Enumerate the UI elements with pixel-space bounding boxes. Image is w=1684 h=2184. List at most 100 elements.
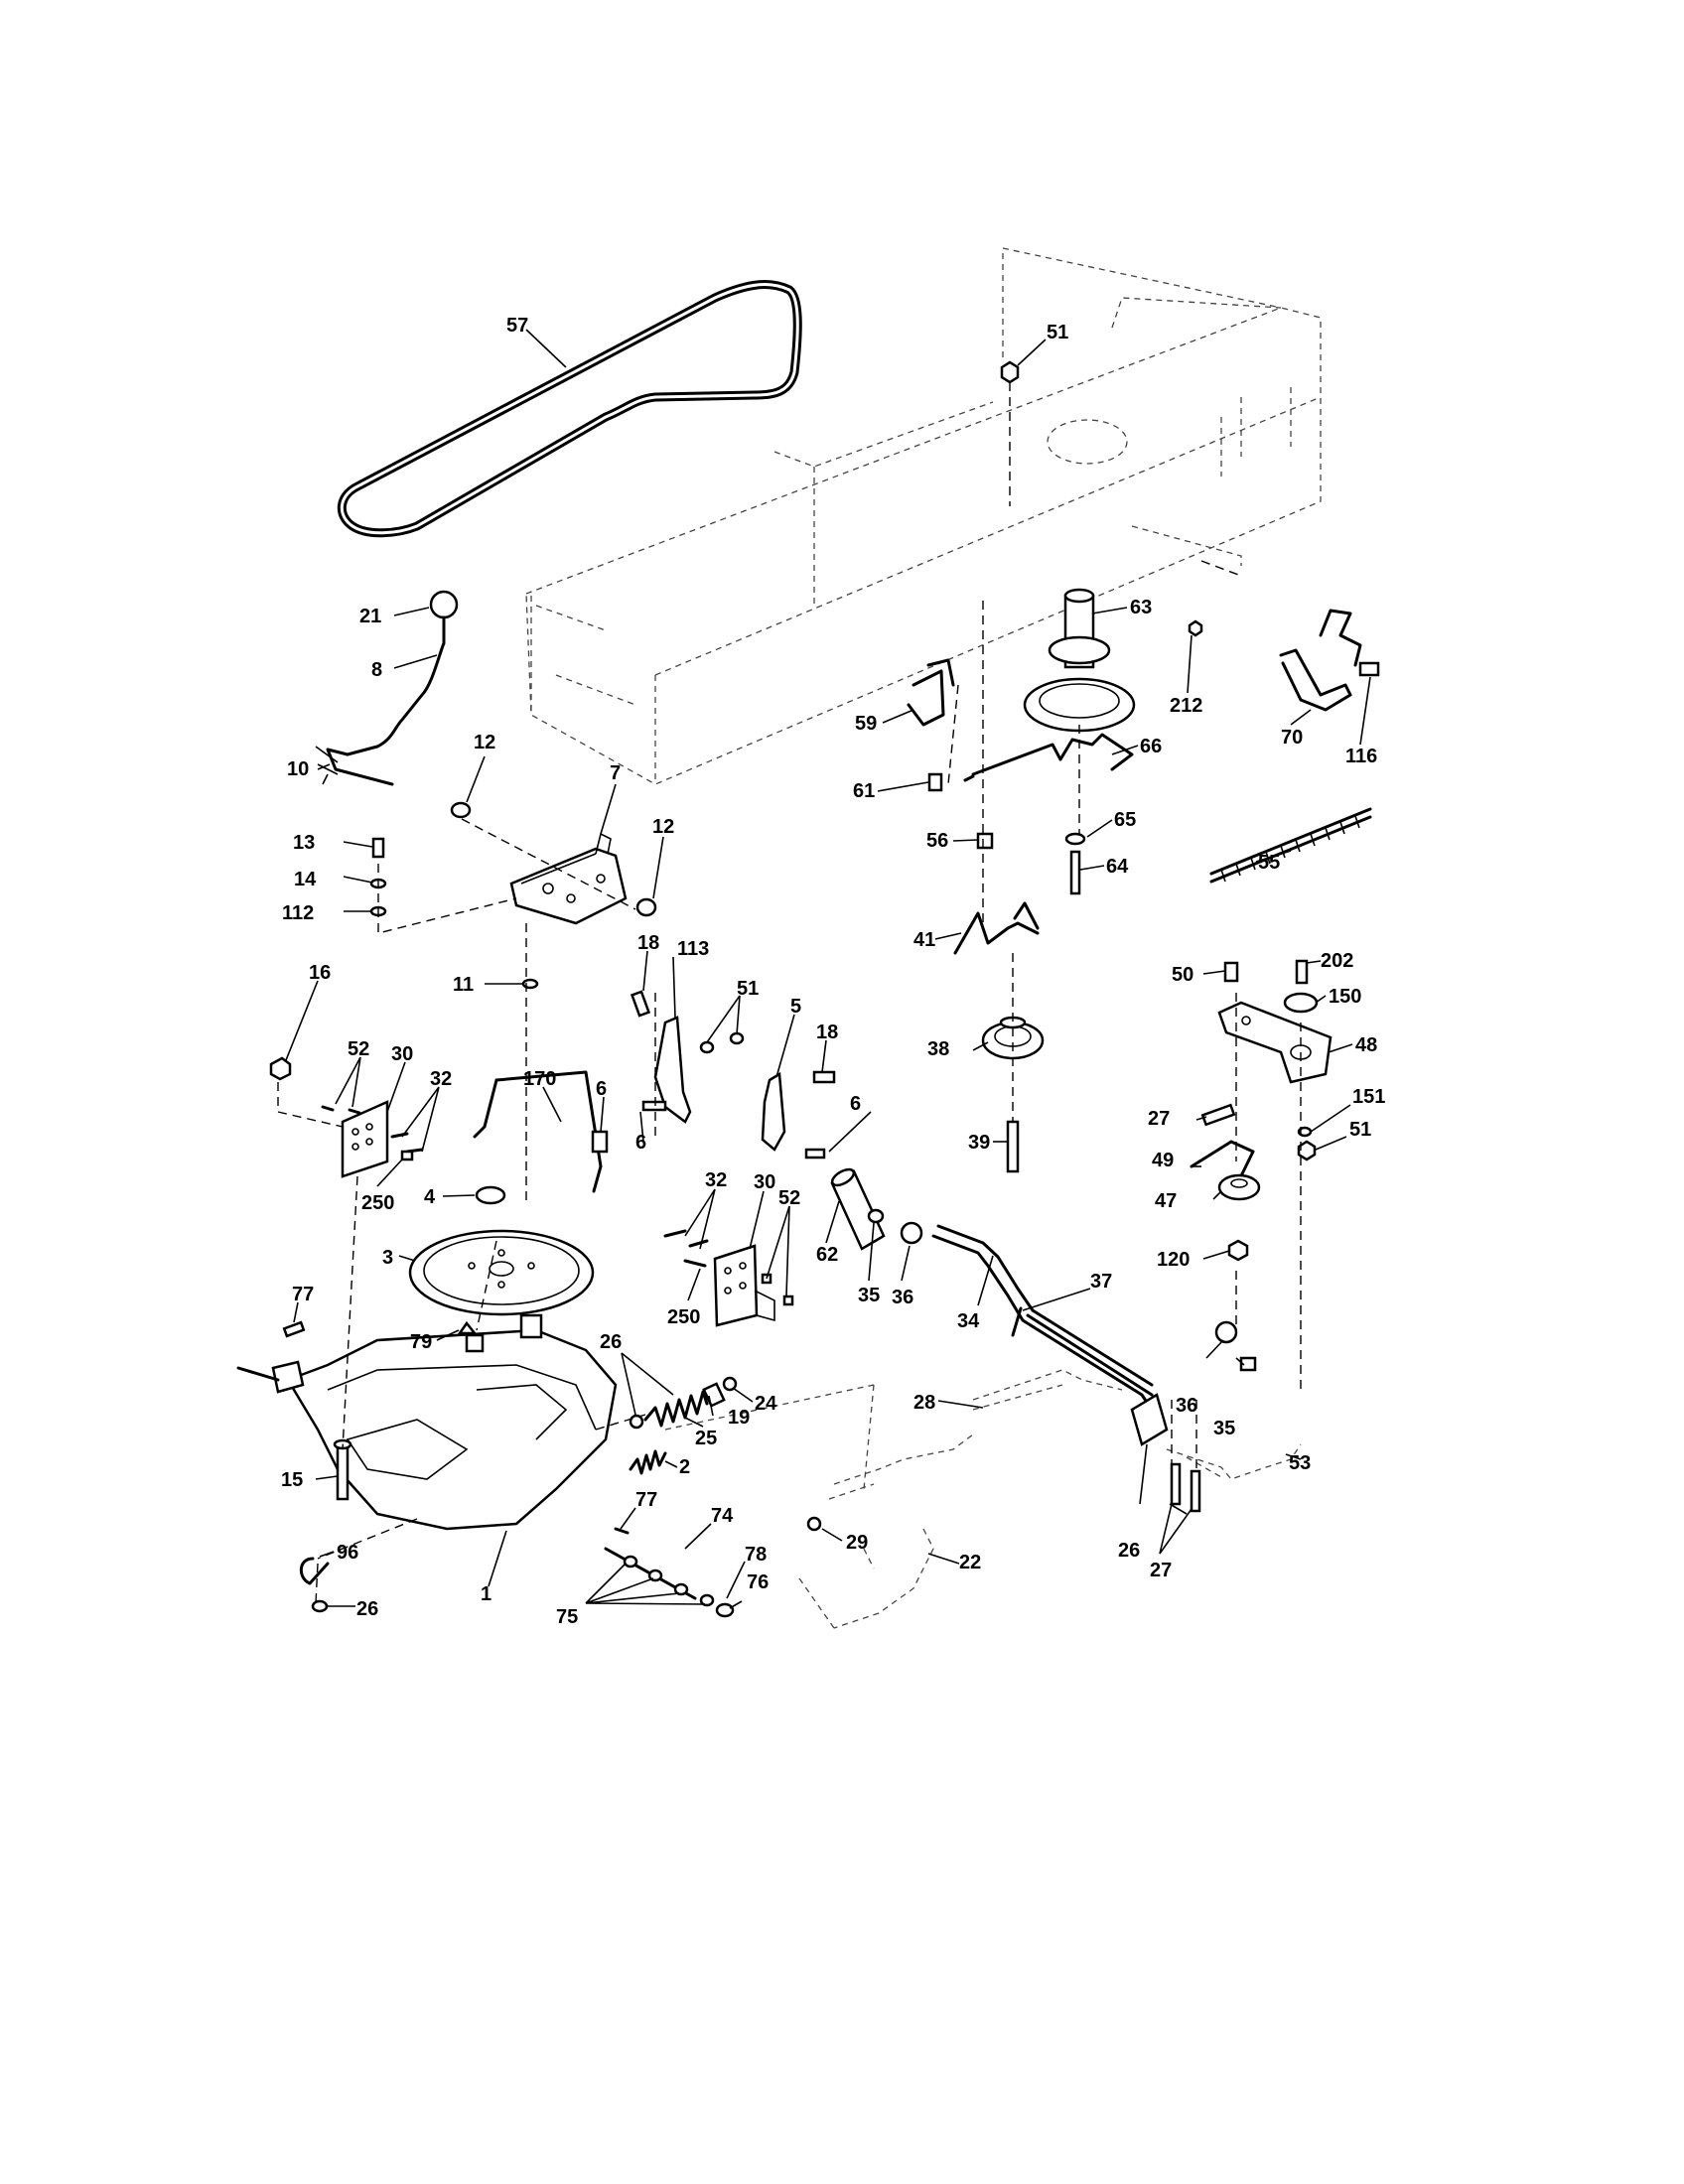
label-15: 15	[281, 1469, 303, 1491]
idler-arm-66	[963, 733, 1134, 782]
spring-55	[1209, 807, 1372, 884]
label-120: 120	[1157, 1249, 1190, 1271]
washer-12-left	[450, 801, 472, 819]
transmission-pulley	[408, 1229, 595, 1316]
label-7: 7	[610, 762, 621, 784]
label-29: 29	[846, 1532, 868, 1554]
label-47: 47	[1155, 1190, 1177, 1212]
bracket-49	[1190, 1140, 1255, 1198]
nut-51-top	[1000, 360, 1020, 384]
mount-plate-30-left	[321, 1100, 424, 1178]
mount-plate-30-right	[663, 1229, 794, 1327]
label-3: 3	[382, 1247, 393, 1269]
label-55: 55	[1258, 852, 1280, 874]
nut-212	[1188, 619, 1203, 637]
label-62: 62	[816, 1244, 838, 1266]
shaft-hardware	[604, 1547, 735, 1618]
label-112: 112	[282, 902, 314, 924]
label-79: 79	[410, 1331, 432, 1353]
label-202: 202	[1321, 950, 1353, 972]
washer-11	[521, 978, 539, 990]
label-64: 64	[1106, 856, 1129, 878]
washer-65	[1064, 832, 1086, 846]
bolt-50	[1223, 961, 1239, 983]
label-39: 39	[968, 1132, 990, 1154]
label-51: 51	[1047, 322, 1068, 343]
label-76: 76	[747, 1571, 769, 1593]
bolt-61	[927, 772, 943, 792]
label-34: 34	[957, 1310, 980, 1332]
label-12-b: 12	[652, 816, 674, 838]
drive-belt	[337, 280, 802, 538]
label-28: 28	[913, 1392, 935, 1414]
label-27: 27	[1148, 1108, 1170, 1130]
nut-51-right	[1297, 1140, 1317, 1161]
label-30-b: 30	[754, 1171, 775, 1193]
label-30: 30	[391, 1043, 413, 1065]
shift-lever	[317, 590, 459, 786]
label-61: 61	[853, 780, 875, 802]
label-49: 49	[1152, 1150, 1174, 1171]
bracket-70	[1279, 609, 1362, 712]
label-170: 170	[523, 1068, 556, 1090]
bolts-middle	[591, 990, 836, 1160]
bolt-64	[1069, 850, 1081, 895]
label-150: 150	[1329, 986, 1361, 1008]
label-26-c: 26	[356, 1598, 378, 1620]
label-59: 59	[855, 713, 877, 735]
label-113: 113	[677, 938, 709, 960]
label-26: 26	[600, 1331, 622, 1353]
pin-77-left	[282, 1320, 306, 1338]
pulley-47	[1217, 1173, 1261, 1201]
bracket-5	[761, 1071, 786, 1152]
label-25: 25	[695, 1428, 717, 1449]
transaxle	[236, 1313, 618, 1531]
washer-35-a	[867, 1208, 885, 1224]
label-38: 38	[927, 1038, 949, 1060]
label-36-b: 36	[1176, 1395, 1197, 1417]
label-11: 11	[453, 974, 474, 996]
label-27-b: 27	[1150, 1560, 1172, 1581]
label-36: 36	[892, 1287, 913, 1308]
bolt-56	[976, 832, 994, 850]
bolt-116	[1358, 661, 1380, 677]
label-250-b: 250	[667, 1306, 700, 1328]
label-12: 12	[474, 732, 495, 753]
washer-36-b	[1214, 1320, 1238, 1344]
label-116: 116	[1345, 746, 1377, 767]
callout-labels: 57 51 21 8 63 212 59 70 116 12 7 66 10 6…	[281, 315, 1385, 1628]
label-4: 4	[424, 1186, 436, 1208]
bolt-13-stack	[369, 837, 387, 917]
pedal-shaft	[931, 1224, 1169, 1446]
label-19: 19	[728, 1407, 750, 1429]
label-250: 250	[361, 1192, 394, 1214]
label-18-b: 18	[816, 1022, 838, 1043]
label-14: 14	[294, 869, 317, 890]
lever-bracket	[509, 832, 628, 925]
label-96: 96	[337, 1542, 358, 1564]
label-52: 52	[348, 1038, 369, 1060]
label-63: 63	[1130, 597, 1152, 618]
label-77-b: 77	[635, 1489, 657, 1511]
label-78: 78	[745, 1544, 767, 1566]
label-35: 35	[858, 1285, 880, 1306]
label-1: 1	[481, 1583, 491, 1605]
label-65: 65	[1114, 809, 1136, 831]
spring-25	[629, 1376, 738, 1430]
label-6-b: 6	[635, 1132, 646, 1154]
guide-41	[953, 901, 1040, 955]
tractor-frame-phantom	[525, 247, 1322, 785]
label-50: 50	[1172, 964, 1193, 986]
pulley-38	[981, 1016, 1045, 1060]
bolt-39	[1006, 1120, 1020, 1173]
phantom-rods	[664, 1369, 1302, 1629]
label-21: 21	[359, 606, 381, 627]
label-41: 41	[913, 929, 935, 951]
label-51-c: 51	[1349, 1119, 1371, 1141]
label-6: 6	[596, 1078, 607, 1100]
label-16: 16	[309, 962, 331, 984]
label-66: 66	[1140, 736, 1162, 757]
label-5: 5	[790, 996, 801, 1018]
label-57: 57	[506, 315, 528, 337]
